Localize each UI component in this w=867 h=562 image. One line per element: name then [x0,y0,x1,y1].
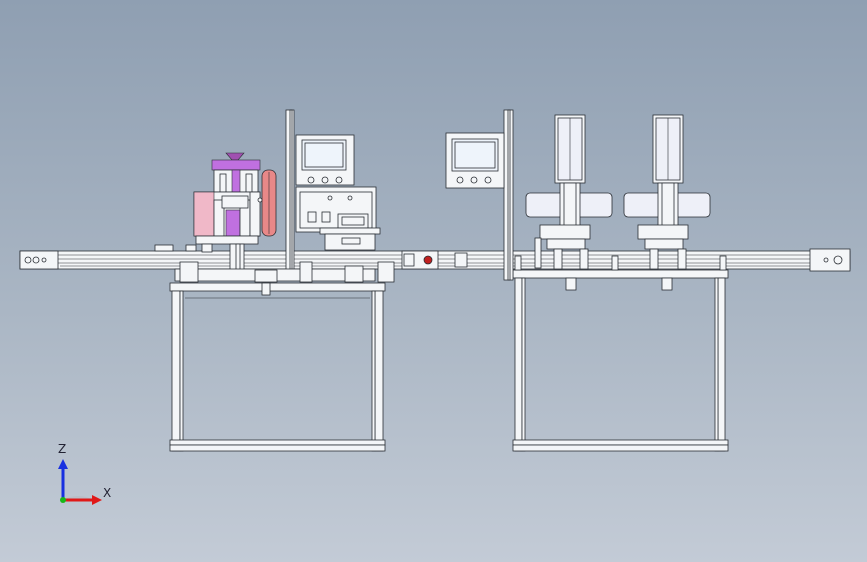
right-column [503,109,514,281]
left-column [285,109,295,281]
right-base-frame [512,269,729,452]
filling-unit [193,152,277,281]
capping-head-1 [525,114,613,270]
electrical-box [295,186,381,251]
axis-triad [58,459,102,505]
x-axis-label: X [103,486,112,500]
capping-head-2 [514,114,727,271]
left-base-frame [169,282,386,452]
z-axis-label: Z [58,442,67,456]
left-control-panel [295,134,355,186]
hopper-bowl [225,152,245,161]
red-indicator [423,255,433,265]
conveyor-belt [19,248,851,272]
right-control-panel [445,132,505,189]
left-under-conveyor [154,244,395,296]
